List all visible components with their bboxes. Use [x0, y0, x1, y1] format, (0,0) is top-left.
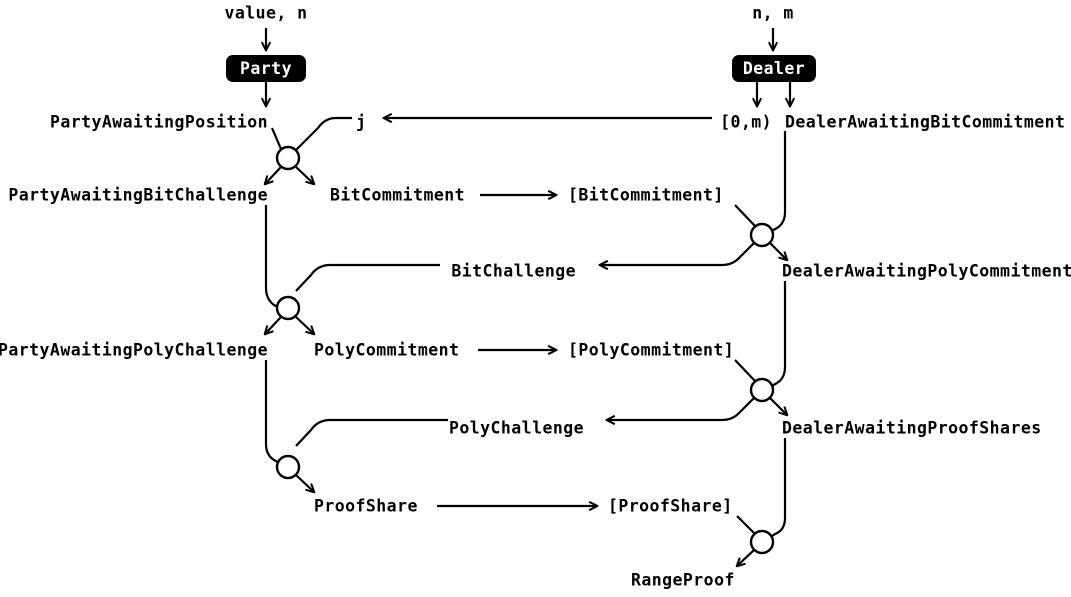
message-bit-commitment: BitCommitment [330, 186, 465, 205]
message-position-range: [0,m) [720, 113, 772, 132]
state-party-awaiting-poly-challenge: PartyAwaitingPolyChallenge [0, 341, 268, 360]
dealer-junction-1-circle [749, 222, 775, 248]
dealer-node-box [732, 55, 816, 82]
poly-commitment-list-to-dealer [734, 359, 756, 382]
dealer-spine-3 [769, 438, 787, 538]
message-poly-challenge: PolyChallenge [449, 419, 584, 438]
party-junction-3-circle [275, 454, 301, 480]
bit-commitment-list-to-dealer [734, 204, 756, 227]
dealer-node-label: Dealer [743, 59, 805, 78]
party-spine-2 [264, 360, 282, 465]
dealer-spine-1 [769, 131, 787, 233]
poly-challenge-to-party [295, 418, 448, 447]
state-dealer-awaiting-bit-commitment: DealerAwaitingBitCommitment [785, 113, 1065, 132]
message-poly-commitment: PolyCommitment [314, 341, 459, 360]
dealer-node: Dealer [732, 55, 816, 82]
dealer-junction-2-circle [749, 377, 775, 403]
input-label-party: value, n [224, 4, 307, 23]
party-junction-2-circle [275, 295, 301, 321]
message-bit-commitment-list: [BitCommitment] [568, 186, 724, 205]
party-spine-1 [264, 205, 282, 310]
party-node-label: Party [240, 59, 292, 78]
message-proof-share-list: [ProofShare] [608, 497, 733, 516]
party-junction-1-circle [275, 145, 301, 171]
state-dealer-awaiting-proof-shares: DealerAwaitingProofShares [782, 419, 1042, 438]
dealer-spine-2 [769, 281, 787, 388]
output-range-proof: RangeProof [631, 571, 735, 590]
dealer-junction-3 [737, 529, 775, 566]
party-junction-3 [275, 454, 314, 492]
dealer-junction-1 [600, 222, 787, 265]
message-bit-challenge: BitChallenge [451, 262, 576, 281]
input-label-dealer: n, m [752, 4, 794, 23]
party-node: Party [226, 55, 306, 82]
message-poly-commitment-list: [PolyCommitment] [568, 341, 734, 360]
bit-challenge-to-party [295, 263, 440, 292]
dealer-junction-3-circle [749, 529, 775, 555]
party-junction-2 [265, 295, 314, 334]
proof-share-list-to-dealer [736, 515, 756, 535]
party-node-box [226, 55, 306, 82]
state-party-awaiting-position: PartyAwaitingPosition [50, 113, 268, 132]
dealer-junction-2 [607, 377, 787, 420]
party-junction-1 [265, 116, 352, 184]
message-position-index: j [356, 113, 366, 132]
state-dealer-awaiting-poly-commitment: DealerAwaitingPolyCommitment [782, 262, 1071, 281]
state-party-awaiting-bit-challenge: PartyAwaitingBitChallenge [8, 186, 268, 205]
message-proof-share: ProofShare [314, 497, 418, 516]
